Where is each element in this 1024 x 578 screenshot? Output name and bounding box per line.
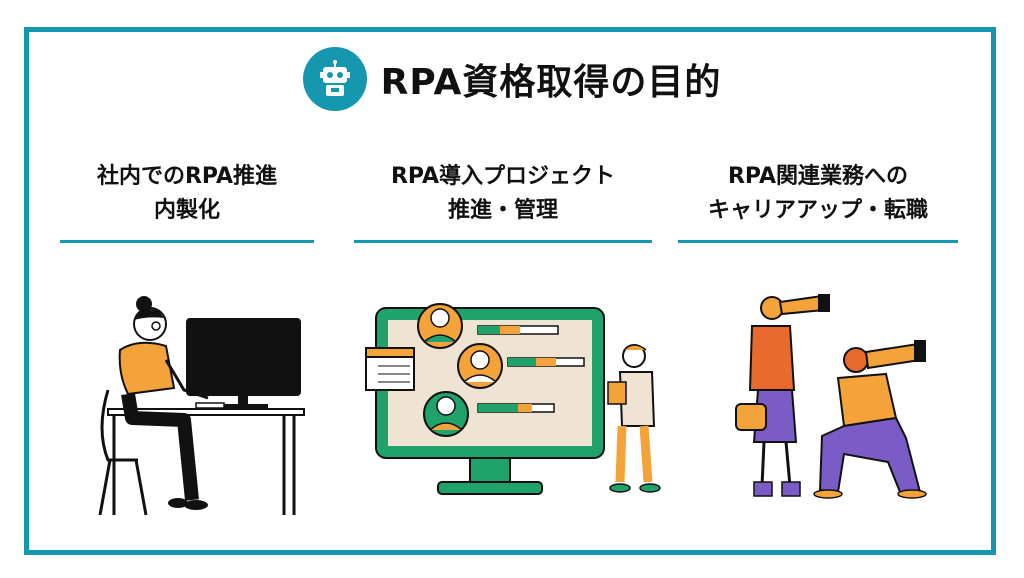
robot-icon [302,47,367,111]
column-title-line2: 推進・管理 [447,198,558,223]
column-title-line2: 内製化 [153,198,220,223]
column-project: RPA導入プロジェクト 推進・管理 [354,160,652,243]
column-title-line1: RPA導入プロジェクト [390,164,616,189]
people-with-telescopes-illustration [710,286,950,510]
header: RPA資格取得の目的 [0,44,1024,114]
presentation-screen-illustration [358,286,678,505]
column-divider [678,240,958,243]
column-divider [354,240,652,243]
column-divider [60,240,314,243]
column-career: RPA関連業務への キャリアアップ・転職 [678,160,958,243]
column-inhouse: 社内でのRPA推進 内製化 [60,160,314,243]
calendar-icon [365,347,415,391]
page-title: RPA資格取得の目的 [380,62,722,103]
column-title-line1: 社内でのRPA推進 [96,164,278,189]
column-title-line2: キャリアアップ・転職 [707,198,928,223]
column-title-line1: RPA関連業務への [727,164,909,189]
person-at-computer-illustration [88,290,308,524]
